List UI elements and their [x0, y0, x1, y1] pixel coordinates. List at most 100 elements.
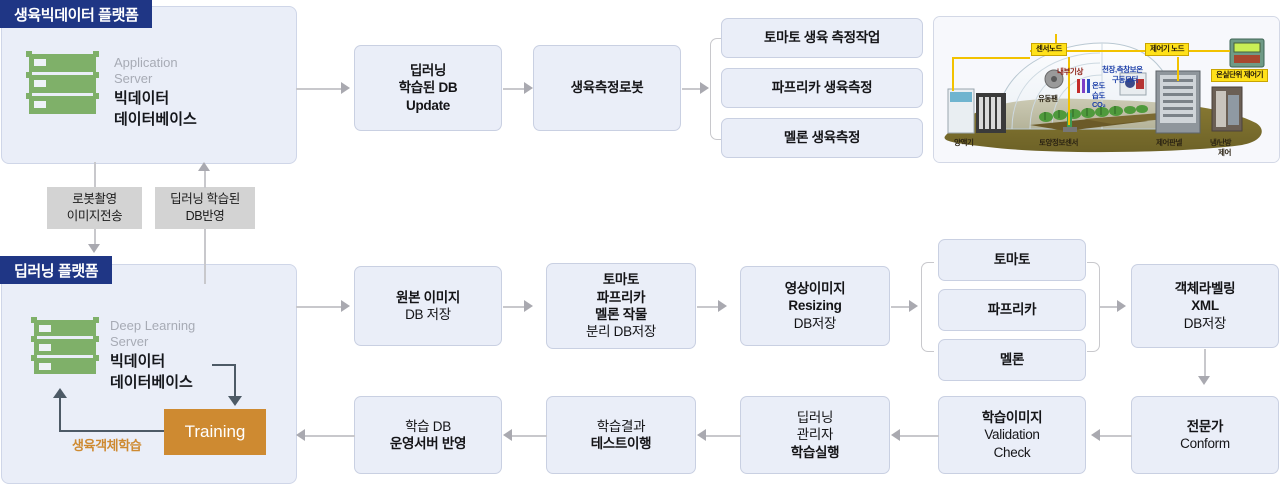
arrow-cropsplit-to-resizing [718, 300, 727, 312]
server-bar [26, 93, 99, 114]
box-original-image-db-save[interactable]: 원본 이미지 DB 저장 [354, 266, 502, 346]
box-dl-manager-training-execution[interactable]: 딥러닝 관리자 학습실행 [740, 396, 890, 474]
chip-line1: 딥러닝 학습된 [170, 192, 240, 207]
chip-line-up-bottom [204, 229, 206, 284]
platform-badge-bigdata: 생육빅데이터 플랫폼 [0, 0, 153, 28]
box-line: 전문가 [1186, 418, 1224, 434]
chip-line2: 이미지전송 [66, 209, 123, 223]
arrow-expert-to-validation [1091, 429, 1100, 441]
box-line: 멜론 생육측정 [783, 130, 861, 146]
connector-originalimage-to-cropsplit [503, 306, 530, 308]
box-line: 토마토 [993, 252, 1031, 268]
server-label-application: Application Server 빅데이터 데이터베이스 [114, 55, 197, 129]
greenhouse-label-ceiling-side-insulation: 천장,측창보온 [1102, 65, 1143, 74]
connector-dbupdate-to-robot [503, 88, 530, 90]
box-tomato-growth-measurement-task[interactable]: 토마토 생육 측정작업 [721, 18, 923, 58]
box-expert-conform[interactable]: 전문가 Conform [1131, 396, 1279, 474]
training-loop-line-bottom [59, 430, 165, 433]
box-line: 딥러닝 [796, 410, 834, 426]
box-growth-measuring-robot[interactable]: 생육측정로봇 [533, 45, 681, 131]
arrow-resizing-to-cropbranch [909, 300, 918, 312]
greenhouse-label-nutrient-machine: 양액기 [954, 138, 974, 147]
training-loop-label: 생육객체학습 [72, 438, 142, 453]
greenhouse-label-control-panel: 제어판넬 [1156, 138, 1182, 147]
server-sublabel-line2: Server [114, 70, 153, 86]
box-line: Conform [1180, 436, 1230, 451]
box-line: 토마토 [602, 272, 640, 288]
server-sublabel-line2: Server [110, 333, 149, 349]
box-crop-separation-db-save[interactable]: 토마토 파프리카 멜론 작물 분리 DB저장 [546, 263, 696, 349]
connector-platform-to-dbupdate [296, 88, 342, 90]
box-line: 운영서버 반영 [389, 436, 467, 451]
greenhouse-label-circulation-fan: 유동팬 [1038, 94, 1058, 103]
chip-line-down-top [94, 162, 96, 187]
box-line: 학습 DB [405, 418, 451, 434]
box-image-resizing-db-save[interactable]: 영상이미지 Resizing DB저장 [740, 266, 890, 346]
server-sublabel-line1: Application [114, 55, 178, 70]
greenhouse-tag-controller-node: 제어기 노드 [1145, 43, 1190, 56]
chip-line1: 로봇촬영 [72, 192, 117, 207]
box-line: 파프리카 [987, 302, 1037, 318]
greenhouse-wire [952, 57, 954, 91]
greenhouse-label-humidity: 습도 [1092, 91, 1105, 100]
chip-line-down-bottom [94, 229, 96, 246]
server-icon-deeplearning [31, 317, 99, 380]
greenhouse-illustration [934, 17, 1279, 162]
box-line: 객체라벨링 [1174, 281, 1236, 297]
box-training-image-validation-check[interactable]: 학습이미지 Validation Check [938, 396, 1086, 474]
chip-line2: DB반영 [185, 209, 225, 223]
training-loop-line-left [59, 397, 62, 431]
box-line: 딥러닝 [409, 63, 447, 79]
server-mainlabel-line1: 빅데이터 [110, 352, 166, 370]
training-loop-line-right [234, 364, 237, 397]
arrow-testresult-to-dbdeploy [503, 429, 512, 441]
connector-manager-to-testresult [706, 435, 741, 437]
box-training-result-test[interactable]: 학습결과 테스트이행 [546, 396, 696, 474]
training-loop-arrow-down [228, 396, 242, 406]
box-line: 멜론 [999, 352, 1025, 368]
box-paprika-growth-measurement[interactable]: 파프리카 생육측정 [721, 68, 923, 108]
arrow-labeling-to-expert [1198, 376, 1210, 385]
box-line: XML [1191, 298, 1219, 314]
box-line: 테스트이행 [590, 436, 652, 451]
box-line: 파프리카 생육측정 [771, 80, 873, 96]
box-line: 학습이미지 [981, 410, 1043, 426]
arrow-dlplatform-to-originalimage [341, 300, 350, 312]
connector-resizing-to-cropbranch [891, 306, 913, 308]
box-crop-paprika[interactable]: 파프리카 [938, 289, 1086, 331]
box-crop-melon[interactable]: 멜론 [938, 339, 1086, 381]
greenhouse-diagram-image: 센서노드 제어기 노드 온실단위 제어기 내부기상 천장,측창보온 구동모터 온… [933, 16, 1280, 163]
connector-robot-to-branch [682, 88, 704, 90]
server-bar [31, 317, 99, 336]
server-mainlabel-line2: 데이터베이스 [110, 374, 193, 392]
box-object-labeling-xml-db-save[interactable]: 객체라벨링 XML DB저장 [1131, 264, 1279, 348]
box-line: 파프리카 [596, 289, 646, 305]
box-melon-growth-measurement[interactable]: 멜론 생육측정 [721, 118, 923, 158]
server-mainlabel-line2: 데이터베이스 [114, 111, 197, 129]
connector-cropsplit-to-resizing [697, 306, 724, 308]
box-line: Validation [984, 427, 1040, 443]
training-loop-arrow-up [53, 388, 67, 398]
arrow-manager-to-testresult [697, 429, 706, 441]
box-dl-trained-db-update[interactable]: 딥러닝 학습된 DB Update [354, 45, 502, 131]
box-line: DB저장 [793, 315, 837, 331]
platform-badge-deeplearning: 딥러닝 플랫폼 [0, 256, 113, 284]
box-training-db-operation-server[interactable]: 학습 DB 운영서버 반영 [354, 396, 502, 474]
greenhouse-label-temperature: 온도 [1092, 81, 1105, 90]
greenhouse-tag-sensor-node: 센서노드 [1031, 43, 1067, 56]
chip-db-reflect: 딥러닝 학습된 DB반영 [155, 187, 255, 229]
server-bar [26, 51, 99, 72]
chip-arrow-down [88, 244, 100, 253]
arrow-dbdeploy-to-platform [296, 429, 305, 441]
training-box[interactable]: Training [164, 409, 266, 455]
greenhouse-label-hvac-control: 제어 [1218, 148, 1231, 157]
box-crop-tomato[interactable]: 토마토 [938, 239, 1086, 281]
arrow-robot-to-branch [700, 82, 709, 94]
arrow-validation-to-manager [891, 429, 900, 441]
box-line: DB 저장 [405, 307, 451, 322]
connector-dlplatform-to-originalimage [296, 306, 342, 308]
branch-brace-top [710, 38, 723, 140]
chip-line-up-top [204, 171, 206, 188]
server-label-deeplearning: Deep Learning Server 빅데이터 데이터베이스 [110, 318, 195, 392]
